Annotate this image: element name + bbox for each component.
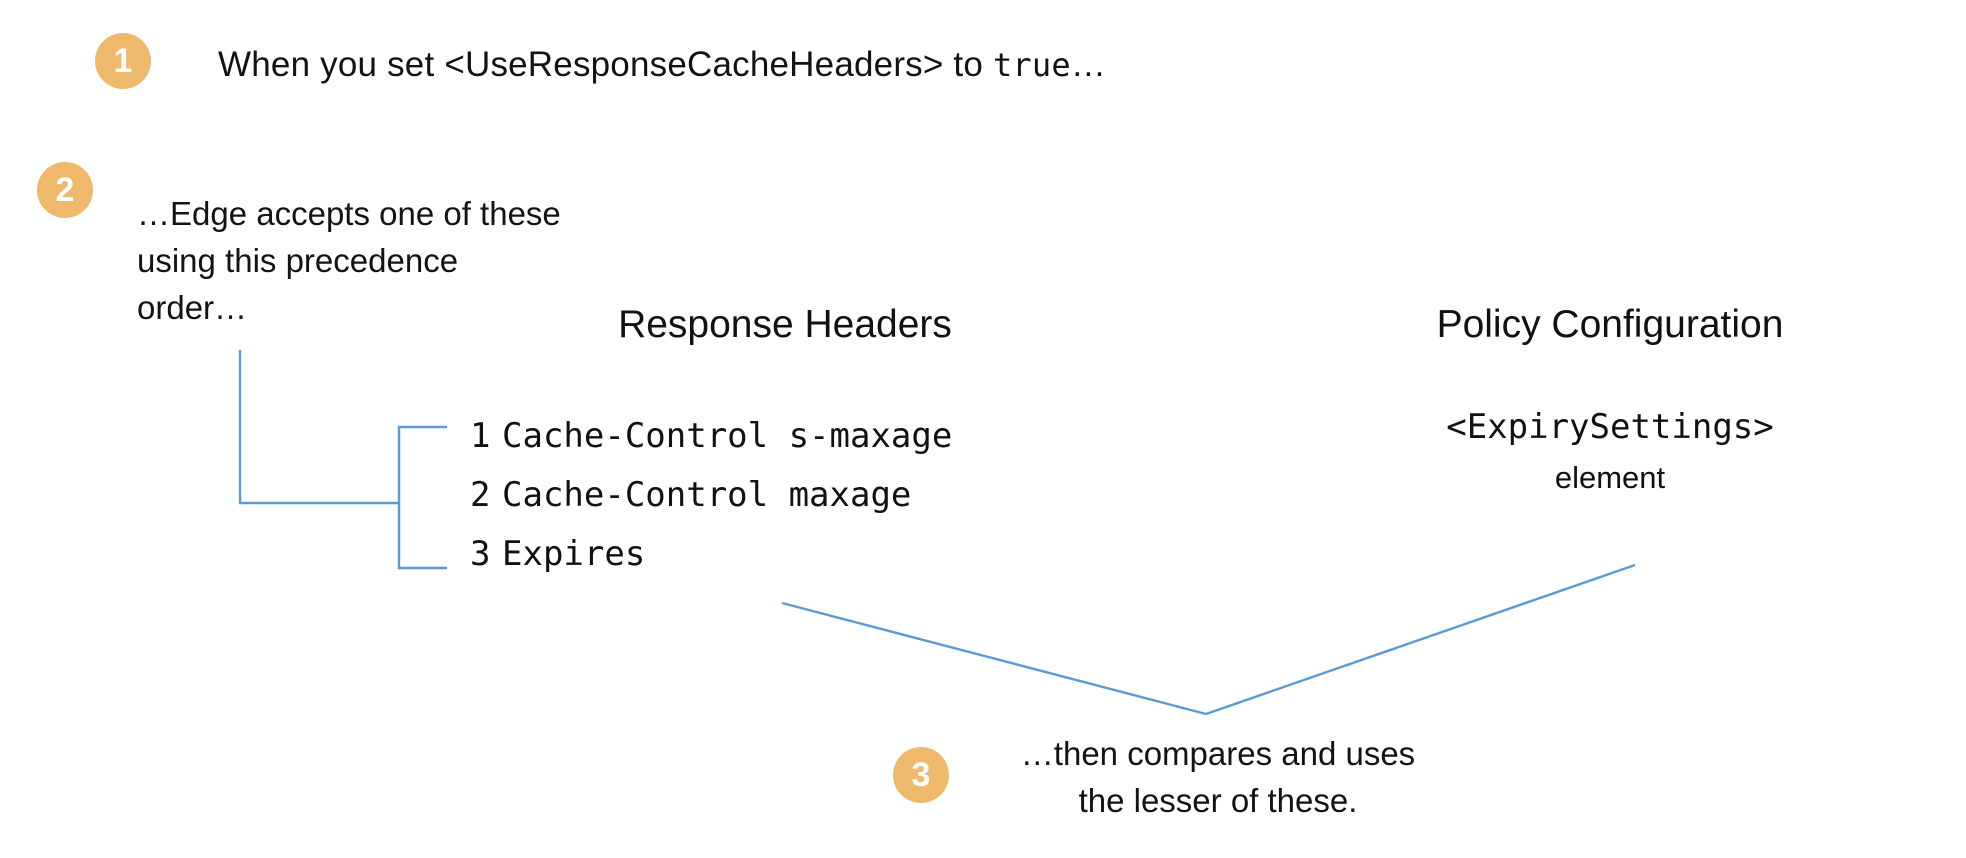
list-item-number: 2 xyxy=(470,475,491,515)
list-bracket xyxy=(397,425,447,570)
step-2-line-3: order… xyxy=(137,289,248,326)
policy-configuration-heading: Policy Configuration xyxy=(1436,303,1784,346)
precedence-elbow-connector xyxy=(238,350,399,505)
step-1-text: When you set <UseResponseCacheHeaders> t… xyxy=(218,45,1106,85)
expiry-settings-tag: <ExpirySettings> xyxy=(1446,407,1774,447)
step-2-line-1: …Edge accepts one of these xyxy=(137,195,561,232)
list-item: 3 Expires xyxy=(470,525,952,584)
step-1-badge-number: 1 xyxy=(113,42,133,80)
step-2-line-2: using this precedence xyxy=(137,242,459,279)
compare-arm-right xyxy=(1205,563,1636,716)
step-3-badge: 3 xyxy=(893,747,949,803)
step-1-text-before: When you set <UseResponseCacheHeaders> t… xyxy=(218,45,993,84)
list-item-number: 3 xyxy=(470,534,491,574)
list-item-number: 1 xyxy=(470,416,491,456)
list-item: 1 Cache-Control s-maxage xyxy=(470,407,952,466)
step-3-line-2: the lesser of these. xyxy=(1078,782,1358,819)
step-3-text: …then compares and uses the lesser of th… xyxy=(968,730,1468,824)
step-2-text: …Edge accepts one of these using this pr… xyxy=(137,190,657,331)
step-1-badge: 1 xyxy=(95,33,151,89)
step-1-text-after: … xyxy=(1070,45,1107,84)
response-headers-heading: Response Headers xyxy=(618,303,952,346)
step-2-badge-number: 2 xyxy=(55,171,75,209)
response-headers-list: 1 Cache-Control s-maxage 2 Cache-Control m… xyxy=(470,407,952,584)
step-1-code-true: true xyxy=(992,46,1071,84)
list-item-label: Cache-Control maxage xyxy=(502,475,912,515)
step-2-badge: 2 xyxy=(37,162,93,218)
compare-arm-left xyxy=(781,601,1207,716)
list-item-label: Expires xyxy=(502,534,646,574)
step-3-line-1: …then compares and uses xyxy=(1020,735,1416,772)
list-item-label: Cache-Control s-maxage xyxy=(502,416,953,456)
expiry-settings-element-word: element xyxy=(1554,460,1666,495)
list-item: 2 Cache-Control maxage xyxy=(470,466,952,525)
step-3-badge-number: 3 xyxy=(911,756,931,794)
